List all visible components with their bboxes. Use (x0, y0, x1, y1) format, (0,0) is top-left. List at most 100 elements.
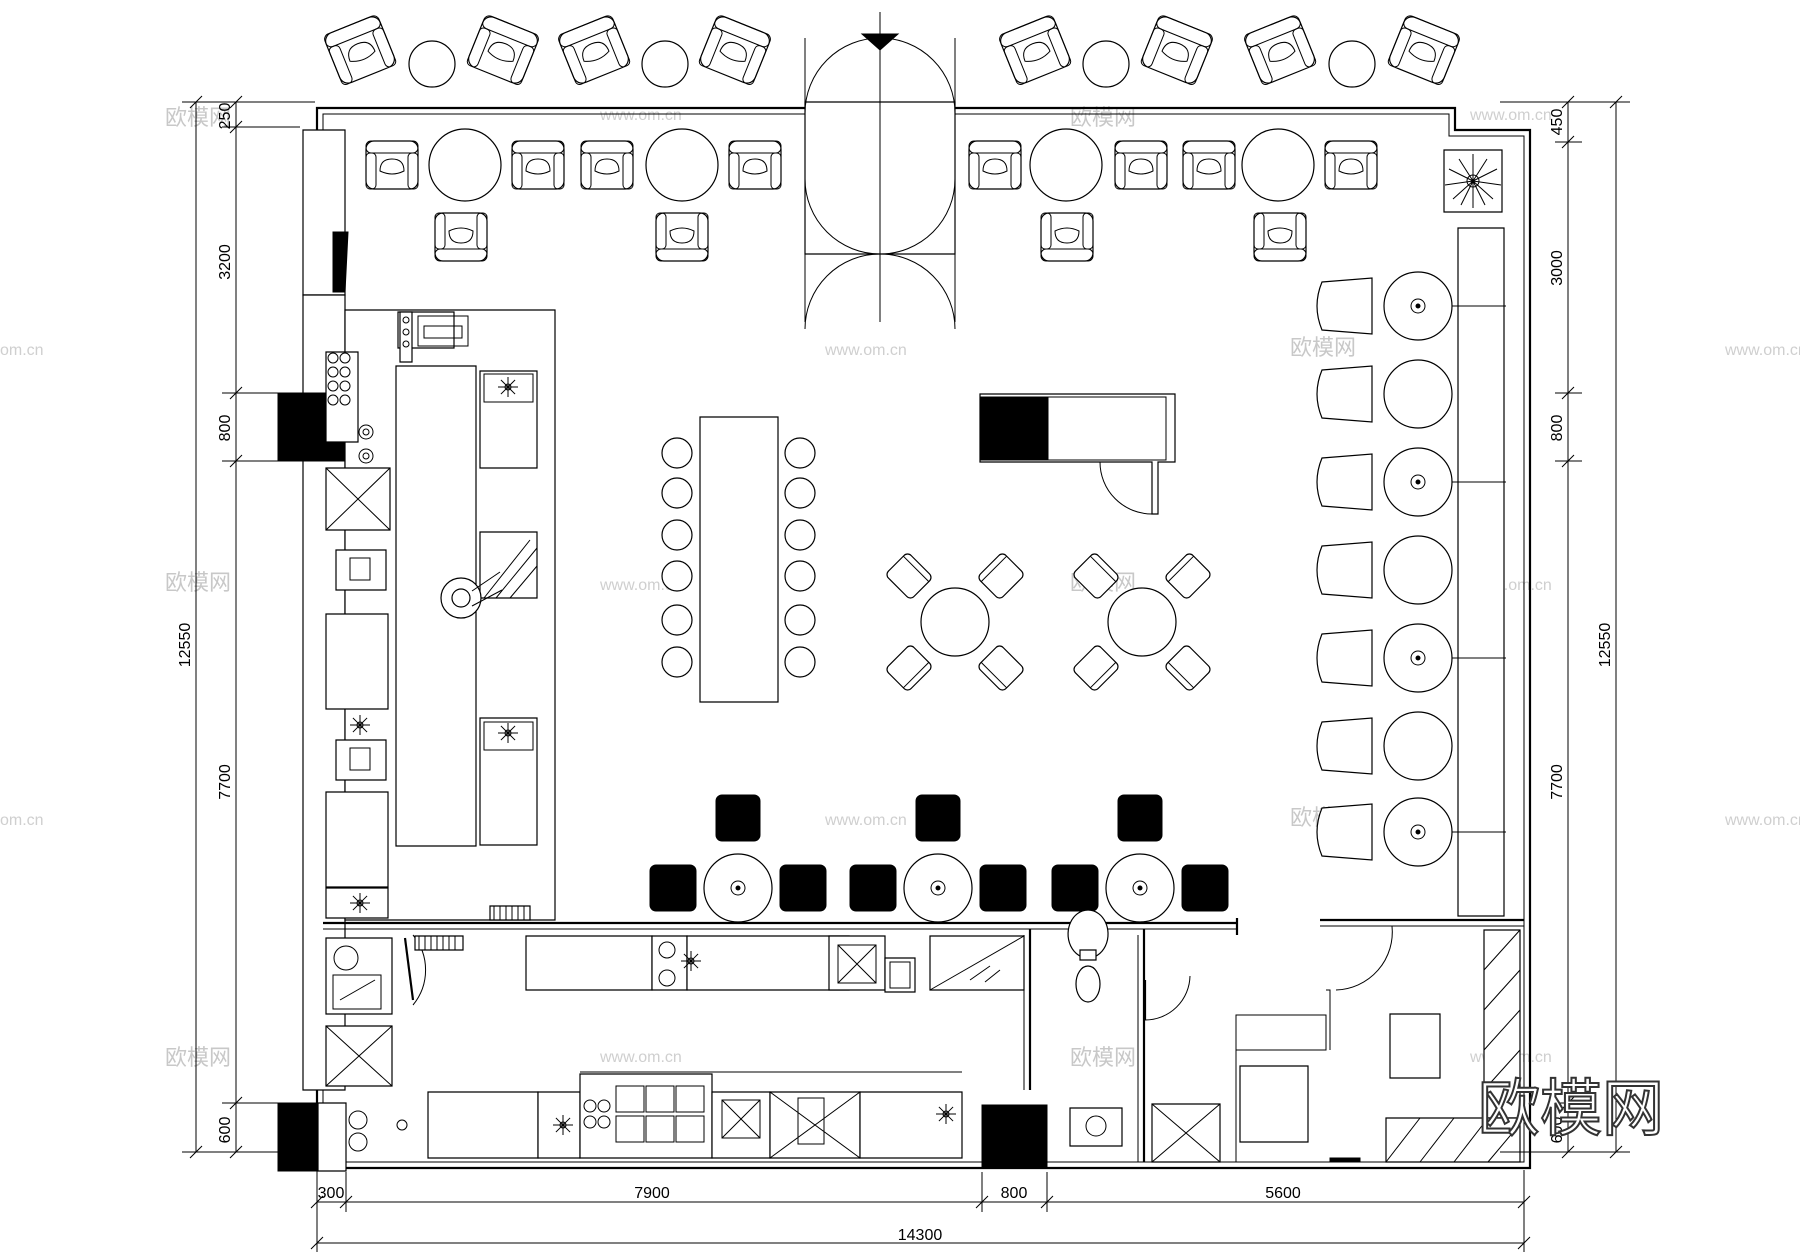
armchair-cushion (670, 228, 694, 243)
armchair-back (1243, 14, 1302, 48)
chair-back (1090, 662, 1115, 687)
armchair-arm (1184, 44, 1209, 86)
snowflake-core (357, 722, 363, 728)
armchair-cushion (1197, 159, 1221, 174)
dining-chair (1072, 644, 1120, 692)
bar-stool (1118, 795, 1162, 841)
refrigerator-snowflake-icon (350, 377, 956, 1135)
armchair-back (366, 141, 418, 153)
chair-seat (977, 644, 1025, 692)
armchair-cushion (1265, 39, 1296, 65)
armchair-body (969, 141, 1021, 189)
armchair-arm (1047, 27, 1072, 69)
armchair (729, 141, 781, 189)
front-lounge-seating (366, 129, 1377, 261)
bar-counter (326, 310, 555, 920)
bar-stool (650, 865, 696, 911)
table-center (1416, 830, 1420, 834)
armchair-arm (372, 27, 397, 69)
armchair-arm (366, 153, 376, 189)
armchair-body (656, 213, 708, 261)
watermark-url: www.om.cn (1724, 812, 1800, 829)
refrigerator-snowflake-icon (553, 1115, 573, 1135)
stool (785, 520, 815, 550)
table-center (1411, 651, 1425, 665)
brand-logo: 欧模网 (1478, 1072, 1664, 1145)
bar-stool (1052, 865, 1098, 911)
armchair-arm (1140, 27, 1165, 69)
bar-stool (780, 865, 826, 911)
watermark-url: www.om.cn (599, 577, 682, 594)
chair-back (981, 662, 1006, 687)
refrigerator-snowflake-icon (498, 723, 518, 743)
watermark-url: www.om.cn (824, 812, 907, 829)
armchair-cushion (1408, 39, 1439, 65)
snowflake-core (357, 900, 363, 906)
armchair-arm (1387, 27, 1412, 69)
armchair-arm (435, 213, 445, 249)
armchair-arm (1183, 153, 1193, 189)
round-table (646, 129, 718, 201)
dining-chair (977, 644, 1025, 692)
armchair (1254, 213, 1306, 261)
armchair-arm (742, 44, 767, 86)
armchair-arm (1292, 27, 1317, 69)
armchair-body (1254, 213, 1306, 261)
stool (785, 561, 815, 591)
armchair-cushion (1161, 39, 1192, 65)
armchair-back (481, 14, 540, 48)
dining-chair (885, 552, 933, 600)
refrigerator-snowflake-icon (936, 1104, 956, 1124)
table-center (931, 881, 945, 895)
armchair-arm (512, 153, 522, 189)
armchair-body (366, 141, 418, 189)
chair-back (1090, 556, 1115, 581)
round-table (642, 41, 688, 87)
armchair (1115, 141, 1167, 189)
armchair (323, 14, 397, 86)
kitchen (318, 918, 1237, 1171)
dimension-lines (182, 96, 1630, 1252)
armchair-back (1254, 249, 1306, 261)
booth-chair (1317, 718, 1372, 774)
dim-right-seg: 600 (1549, 1117, 1566, 1144)
watermark-text: 欧模网 (165, 106, 231, 131)
chair-seat (977, 552, 1025, 600)
armchair-arm (1157, 153, 1167, 189)
chair-seat (1072, 552, 1120, 600)
table-center (731, 881, 745, 895)
armchair-body (466, 14, 540, 86)
table-center (1416, 480, 1420, 484)
armchair-arm (1254, 213, 1264, 249)
snowflake-core (688, 958, 694, 964)
refrigerator-snowflake-icon (498, 377, 518, 397)
armchair-arm (1225, 153, 1235, 189)
right-booth-seating (1317, 228, 1506, 916)
armchair-body (512, 141, 564, 189)
armchair-arm (656, 213, 666, 249)
dining-chair (1072, 552, 1120, 600)
table-center (1138, 886, 1142, 890)
stool (662, 647, 692, 677)
dim-left-seg: 600 (217, 1117, 234, 1144)
chair-seat (885, 644, 933, 692)
armchair-arm (1003, 44, 1028, 86)
armchair-arm (729, 153, 739, 189)
snowflake-arm (353, 896, 367, 910)
armchair-arm (477, 213, 487, 249)
dim-bottom-total: 14300 (898, 1227, 943, 1244)
armchair-back (323, 14, 382, 48)
armchair-cushion (487, 39, 518, 65)
watermark-text: 欧模网 (165, 1046, 231, 1071)
armchair-body (557, 14, 631, 86)
armchair (1140, 14, 1214, 86)
table-center (936, 886, 940, 890)
armchair (366, 141, 418, 189)
round-table (1083, 41, 1129, 87)
armchair-back (1325, 141, 1377, 153)
armchair-arm (1041, 213, 1051, 249)
armchair-back (512, 141, 564, 153)
armchair-arm (408, 153, 418, 189)
entrance-doors[interactable] (805, 12, 955, 329)
bar-stool (1182, 865, 1228, 911)
